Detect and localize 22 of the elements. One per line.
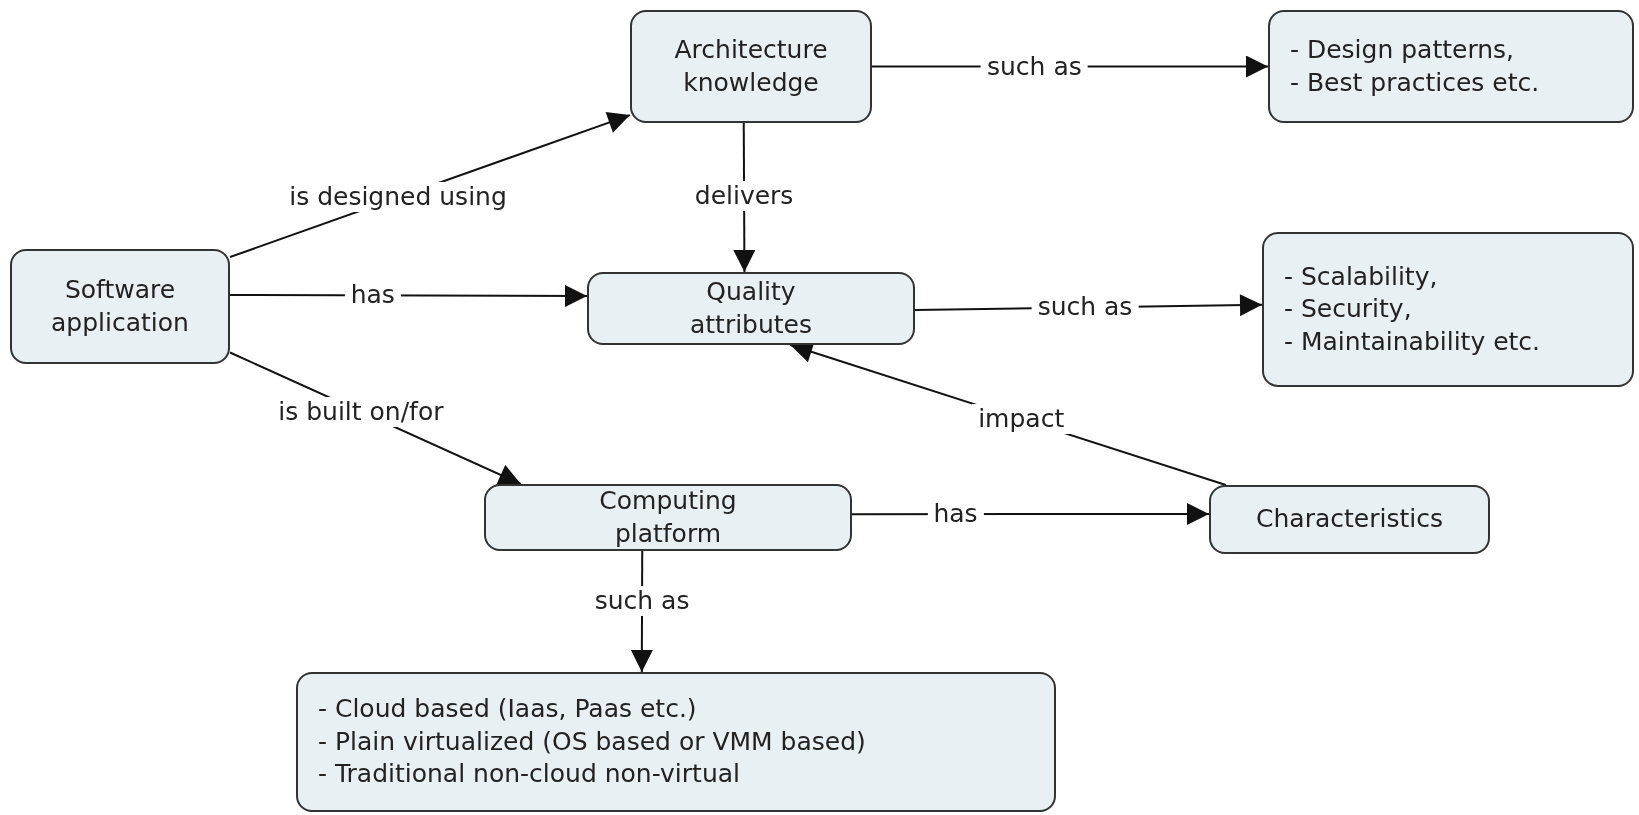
concept-box bbox=[296, 672, 1056, 812]
node-text: - Plain virtualized (OS based or VMM based) bbox=[318, 725, 866, 758]
node-text: - Maintainability etc. bbox=[1284, 325, 1540, 358]
node-text: Quality attributes bbox=[688, 276, 814, 341]
concept-box bbox=[484, 484, 852, 551]
node-text: - Design patterns, bbox=[1290, 34, 1515, 66]
edge-label: impact bbox=[972, 404, 1071, 435]
node-text: Architecture knowledge bbox=[673, 34, 829, 99]
node-text: - Scalability, bbox=[1284, 260, 1438, 293]
node-text: - Best practices etc. bbox=[1290, 66, 1540, 99]
node-text: - Cloud based (Iaas, Paas etc.) bbox=[318, 693, 697, 726]
concept-box bbox=[1209, 485, 1490, 554]
node-text: - Traditional non-cloud non-virtual bbox=[318, 758, 740, 791]
node-text: - Security, bbox=[1284, 293, 1412, 326]
concept-box bbox=[587, 272, 915, 345]
node-text: Computing platform bbox=[598, 485, 738, 550]
concept-box bbox=[10, 249, 230, 364]
concept-box bbox=[1268, 10, 1634, 123]
concept-box bbox=[1262, 232, 1634, 387]
node-text: Software application bbox=[50, 274, 190, 339]
node-text: Characteristics bbox=[1256, 503, 1443, 536]
concept-box bbox=[630, 10, 872, 123]
